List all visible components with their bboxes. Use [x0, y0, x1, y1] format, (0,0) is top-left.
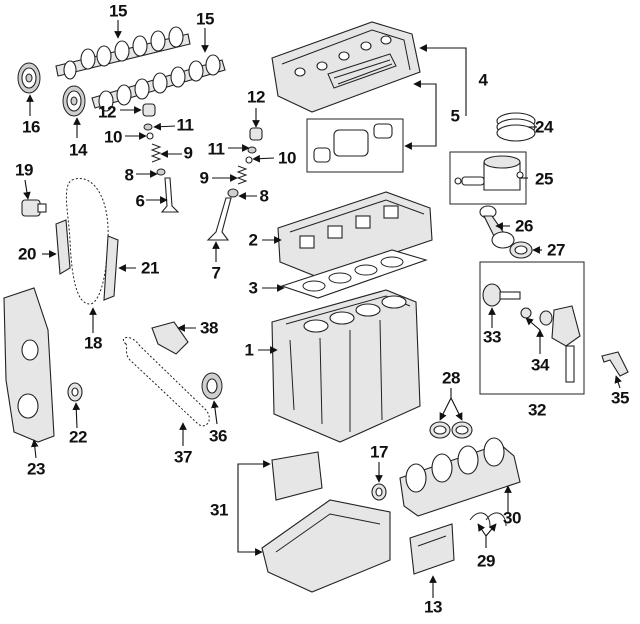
callout-14: 14	[69, 140, 87, 160]
callout-30: 30	[503, 508, 521, 528]
callout-34: 34	[531, 355, 549, 375]
valve-train-left	[142, 103, 180, 213]
callout-4: 4	[478, 70, 488, 90]
callout-35: 35	[611, 388, 629, 408]
callout-13: 13	[424, 597, 442, 617]
callout-31: 31	[210, 500, 228, 520]
callout-10-right: 10	[278, 148, 296, 168]
callout-16: 16	[22, 117, 40, 137]
callout-12-right: 12	[247, 87, 265, 107]
callout-2: 2	[248, 230, 258, 250]
connecting-rod	[479, 205, 515, 249]
crankshaft	[399, 437, 521, 517]
crank-sprocket	[201, 372, 223, 400]
timing-cover	[3, 287, 55, 443]
callout-22: 22	[69, 427, 87, 447]
crank-pulley-bolt	[371, 483, 387, 501]
camshaft-exhaust	[91, 54, 226, 112]
front-crank-seal	[67, 382, 83, 402]
callout-20: 20	[18, 244, 36, 264]
callout-21: 21	[141, 258, 159, 278]
oil-pickup-tube	[601, 351, 629, 377]
cover-gasket-set	[306, 118, 404, 173]
camshaft-sprocket-16	[17, 62, 41, 94]
oil-pan-baffle	[271, 451, 323, 501]
cylinder-head	[277, 191, 433, 279]
main-bearings	[429, 421, 473, 439]
callout-6: 6	[135, 191, 145, 211]
head-gasket	[280, 249, 428, 299]
valve-train-right	[206, 127, 263, 241]
balance-chain	[122, 337, 210, 427]
callout-17: 17	[370, 442, 388, 462]
callout-11-right: 11	[207, 139, 225, 159]
callout-37: 37	[174, 447, 192, 467]
callout-18: 18	[84, 333, 102, 353]
cylinder-head-cover	[271, 21, 421, 113]
callout-8-right: 8	[259, 186, 269, 206]
callout-8-left: 8	[124, 165, 134, 185]
oil-pump-body	[520, 305, 581, 383]
callout-3: 3	[248, 278, 258, 298]
callout-23: 23	[27, 459, 45, 479]
callout-28: 28	[442, 368, 460, 388]
oil-pan	[261, 499, 391, 593]
callout-5: 5	[450, 106, 460, 126]
callout-36: 36	[209, 426, 227, 446]
main-bearing-cap	[409, 523, 455, 575]
callout-9-right: 9	[199, 168, 209, 188]
callout-19: 19	[15, 160, 33, 180]
chain-guide-21	[103, 235, 119, 301]
callout-7: 7	[211, 263, 221, 283]
chain-tensioner	[21, 199, 47, 217]
timing-chain-upper	[65, 178, 109, 305]
callout-15-a: 15	[109, 1, 127, 21]
callout-25: 25	[535, 169, 553, 189]
camshaft-sprocket-14	[62, 85, 86, 117]
callout-1: 1	[244, 340, 254, 360]
leader-lines	[23, 20, 622, 598]
chain-guide-20	[55, 219, 71, 275]
rod-bearings	[509, 241, 533, 259]
callout-29: 29	[477, 551, 495, 571]
engine-block	[271, 289, 421, 443]
callout-11-left: 11	[176, 115, 194, 135]
callout-10-left: 10	[104, 127, 122, 147]
callout-15-b: 15	[196, 9, 214, 29]
callout-38: 38	[200, 318, 218, 338]
balance-chain-tensioner	[151, 321, 189, 355]
callout-33: 33	[483, 327, 501, 347]
oil-pump-gear	[482, 283, 521, 307]
thrust-washers	[469, 512, 507, 527]
piston-assembly	[449, 151, 527, 205]
callout-24: 24	[535, 117, 553, 137]
oil-pump-group-box	[479, 261, 585, 395]
callout-9-left: 9	[183, 143, 193, 163]
callout-12-left: 12	[98, 102, 116, 122]
piston-ring-set	[496, 112, 536, 142]
camshaft-intake	[55, 26, 191, 80]
callout-26: 26	[515, 216, 533, 236]
callout-27: 27	[547, 240, 565, 260]
callout-32: 32	[528, 400, 546, 420]
